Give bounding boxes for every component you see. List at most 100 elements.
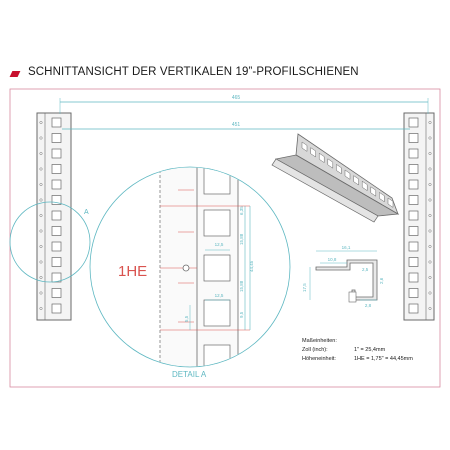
legend-he-value: 1HE = 1,75" = 44,45mm	[354, 356, 413, 362]
rail-hole	[51, 148, 62, 159]
rail-pin-hole	[39, 260, 43, 264]
rail-3d-hole	[327, 158, 334, 169]
page-title: SCHNITTANSICHT DER VERTIKALEN 19”-PROFIL…	[28, 66, 359, 78]
dim-465-label: 465	[232, 95, 241, 101]
rail-pin-hole	[39, 291, 43, 295]
detail-dim-pitch: 15,88	[239, 233, 244, 245]
profile-dim-height: 17,5	[302, 283, 307, 292]
rail-hole	[51, 257, 62, 267]
left-rail	[36, 112, 72, 321]
rail-pin-hole	[39, 152, 43, 155]
rail-3d-hole	[387, 197, 394, 208]
rail-hole	[51, 226, 62, 236]
rail-hole	[51, 272, 62, 283]
rail-pin-hole	[428, 291, 432, 295]
detail-dim-pitch-2: 15,88	[239, 280, 244, 292]
rail-pin-hole	[428, 167, 432, 171]
rail-hole	[51, 303, 62, 314]
rail-pin-hole	[39, 198, 43, 202]
profile-cross-section: 16,1 10,8 2,8 17,5 2,5 2,6	[302, 245, 384, 308]
rail-hole	[51, 179, 62, 190]
rail-3d-hole	[318, 152, 325, 164]
rail-pin-hole	[428, 260, 432, 264]
legend-heading: Maßeinheiten:	[302, 338, 337, 344]
rail-3d-hole	[370, 186, 377, 197]
rail-pin-hole	[39, 167, 43, 171]
rail-hole	[408, 133, 419, 143]
rail-pin-hole	[428, 276, 432, 279]
rail-pin-hole	[428, 121, 432, 124]
detail-dim-hole-to-center: 12,5	[215, 242, 224, 247]
profile-dim-top: 10,8	[328, 257, 337, 262]
rail-hole	[408, 272, 419, 283]
detail-dim-gap: 6,35	[239, 206, 244, 215]
rail-hole	[408, 210, 419, 221]
dimension-465: 465	[59, 95, 429, 114]
rail-3d-hole	[336, 163, 342, 175]
detail-callout-circle	[9, 201, 91, 283]
rail-pin-hole	[428, 198, 432, 202]
units-legend: Maßeinheiten: Zoll (inch): 1" = 25,4mm H…	[302, 338, 413, 362]
rail-3d-hole	[353, 175, 359, 186]
rail-pin-hole	[428, 136, 432, 140]
rail-pin-hole	[39, 276, 43, 279]
rail-hole	[51, 241, 62, 252]
rail-hole	[408, 241, 419, 252]
detail-square-hole	[203, 254, 231, 282]
rail-pin-hole	[39, 245, 43, 248]
rail-hole	[408, 117, 419, 128]
rail-hole	[51, 210, 62, 221]
rail-pin-hole	[428, 307, 432, 310]
rail-hole	[408, 179, 419, 190]
detail-dim-hole-to-hole: 9,5	[239, 311, 244, 318]
rail-3d-hole	[344, 169, 351, 180]
rail-hole	[51, 133, 62, 143]
rail-3d-hole	[301, 141, 308, 152]
rail-hole	[51, 195, 62, 205]
rail-hole	[408, 164, 419, 174]
detail-a-caption: DETAIL A	[172, 370, 207, 379]
rail-hole	[51, 164, 62, 174]
unit-label-1he: 1HE	[118, 263, 147, 280]
rail-hole	[51, 117, 62, 128]
profile-dim-inner: 2,5	[362, 267, 369, 272]
rail-pin-hole	[428, 245, 432, 248]
rail-hole	[408, 226, 419, 236]
rail-3d-hole	[310, 147, 316, 158]
detail-square-hole	[203, 209, 231, 237]
detail-dim-offset: 5,5	[184, 315, 189, 322]
rail-hole	[408, 303, 419, 314]
rail-hole	[51, 288, 62, 298]
rail-pin-hole	[428, 214, 432, 217]
detail-a-view: 12,5 12,5 6,35 15,88 44,45 15,88 9,5 5,5…	[89, 166, 291, 379]
rail-hole	[408, 148, 419, 159]
detail-square-hole	[203, 299, 231, 327]
rail-pin-hole	[39, 121, 43, 124]
rail-hole	[408, 195, 419, 205]
legend-he-label: Höheneinheit:	[302, 356, 336, 362]
rail-pin-hole	[39, 307, 43, 310]
detail-square-hole	[203, 344, 231, 367]
rail-pin-hole	[39, 136, 43, 140]
dim-451-label: 451	[232, 122, 241, 128]
rail-pin-hole	[39, 214, 43, 217]
right-rail	[403, 112, 435, 321]
rail-3d-illustration	[271, 133, 400, 223]
detail-square-hole	[203, 167, 231, 195]
rail-hole	[408, 257, 419, 267]
detail-dim-spacing: 44,45	[249, 260, 254, 272]
legend-inch-label: Zoll (inch):	[302, 347, 328, 353]
rail-pin-hole	[428, 152, 432, 155]
rail-pin-hole	[428, 183, 432, 186]
rail-hole	[408, 288, 419, 298]
header: SCHNITTANSICHT DER VERTIKALEN 19”-PROFIL…	[0, 0, 450, 90]
profile-dim-base: 2,8	[365, 303, 372, 308]
profile-dim-width: 16,1	[342, 245, 351, 250]
rail-pin-hole	[39, 183, 43, 186]
rail-3d-hole	[361, 180, 368, 192]
legend-inch-value: 1" = 25,4mm	[354, 347, 386, 353]
rail-pin-hole	[428, 229, 432, 233]
profile-dim-side: 2,6	[379, 277, 384, 284]
rail-3d-hole	[379, 191, 385, 203]
